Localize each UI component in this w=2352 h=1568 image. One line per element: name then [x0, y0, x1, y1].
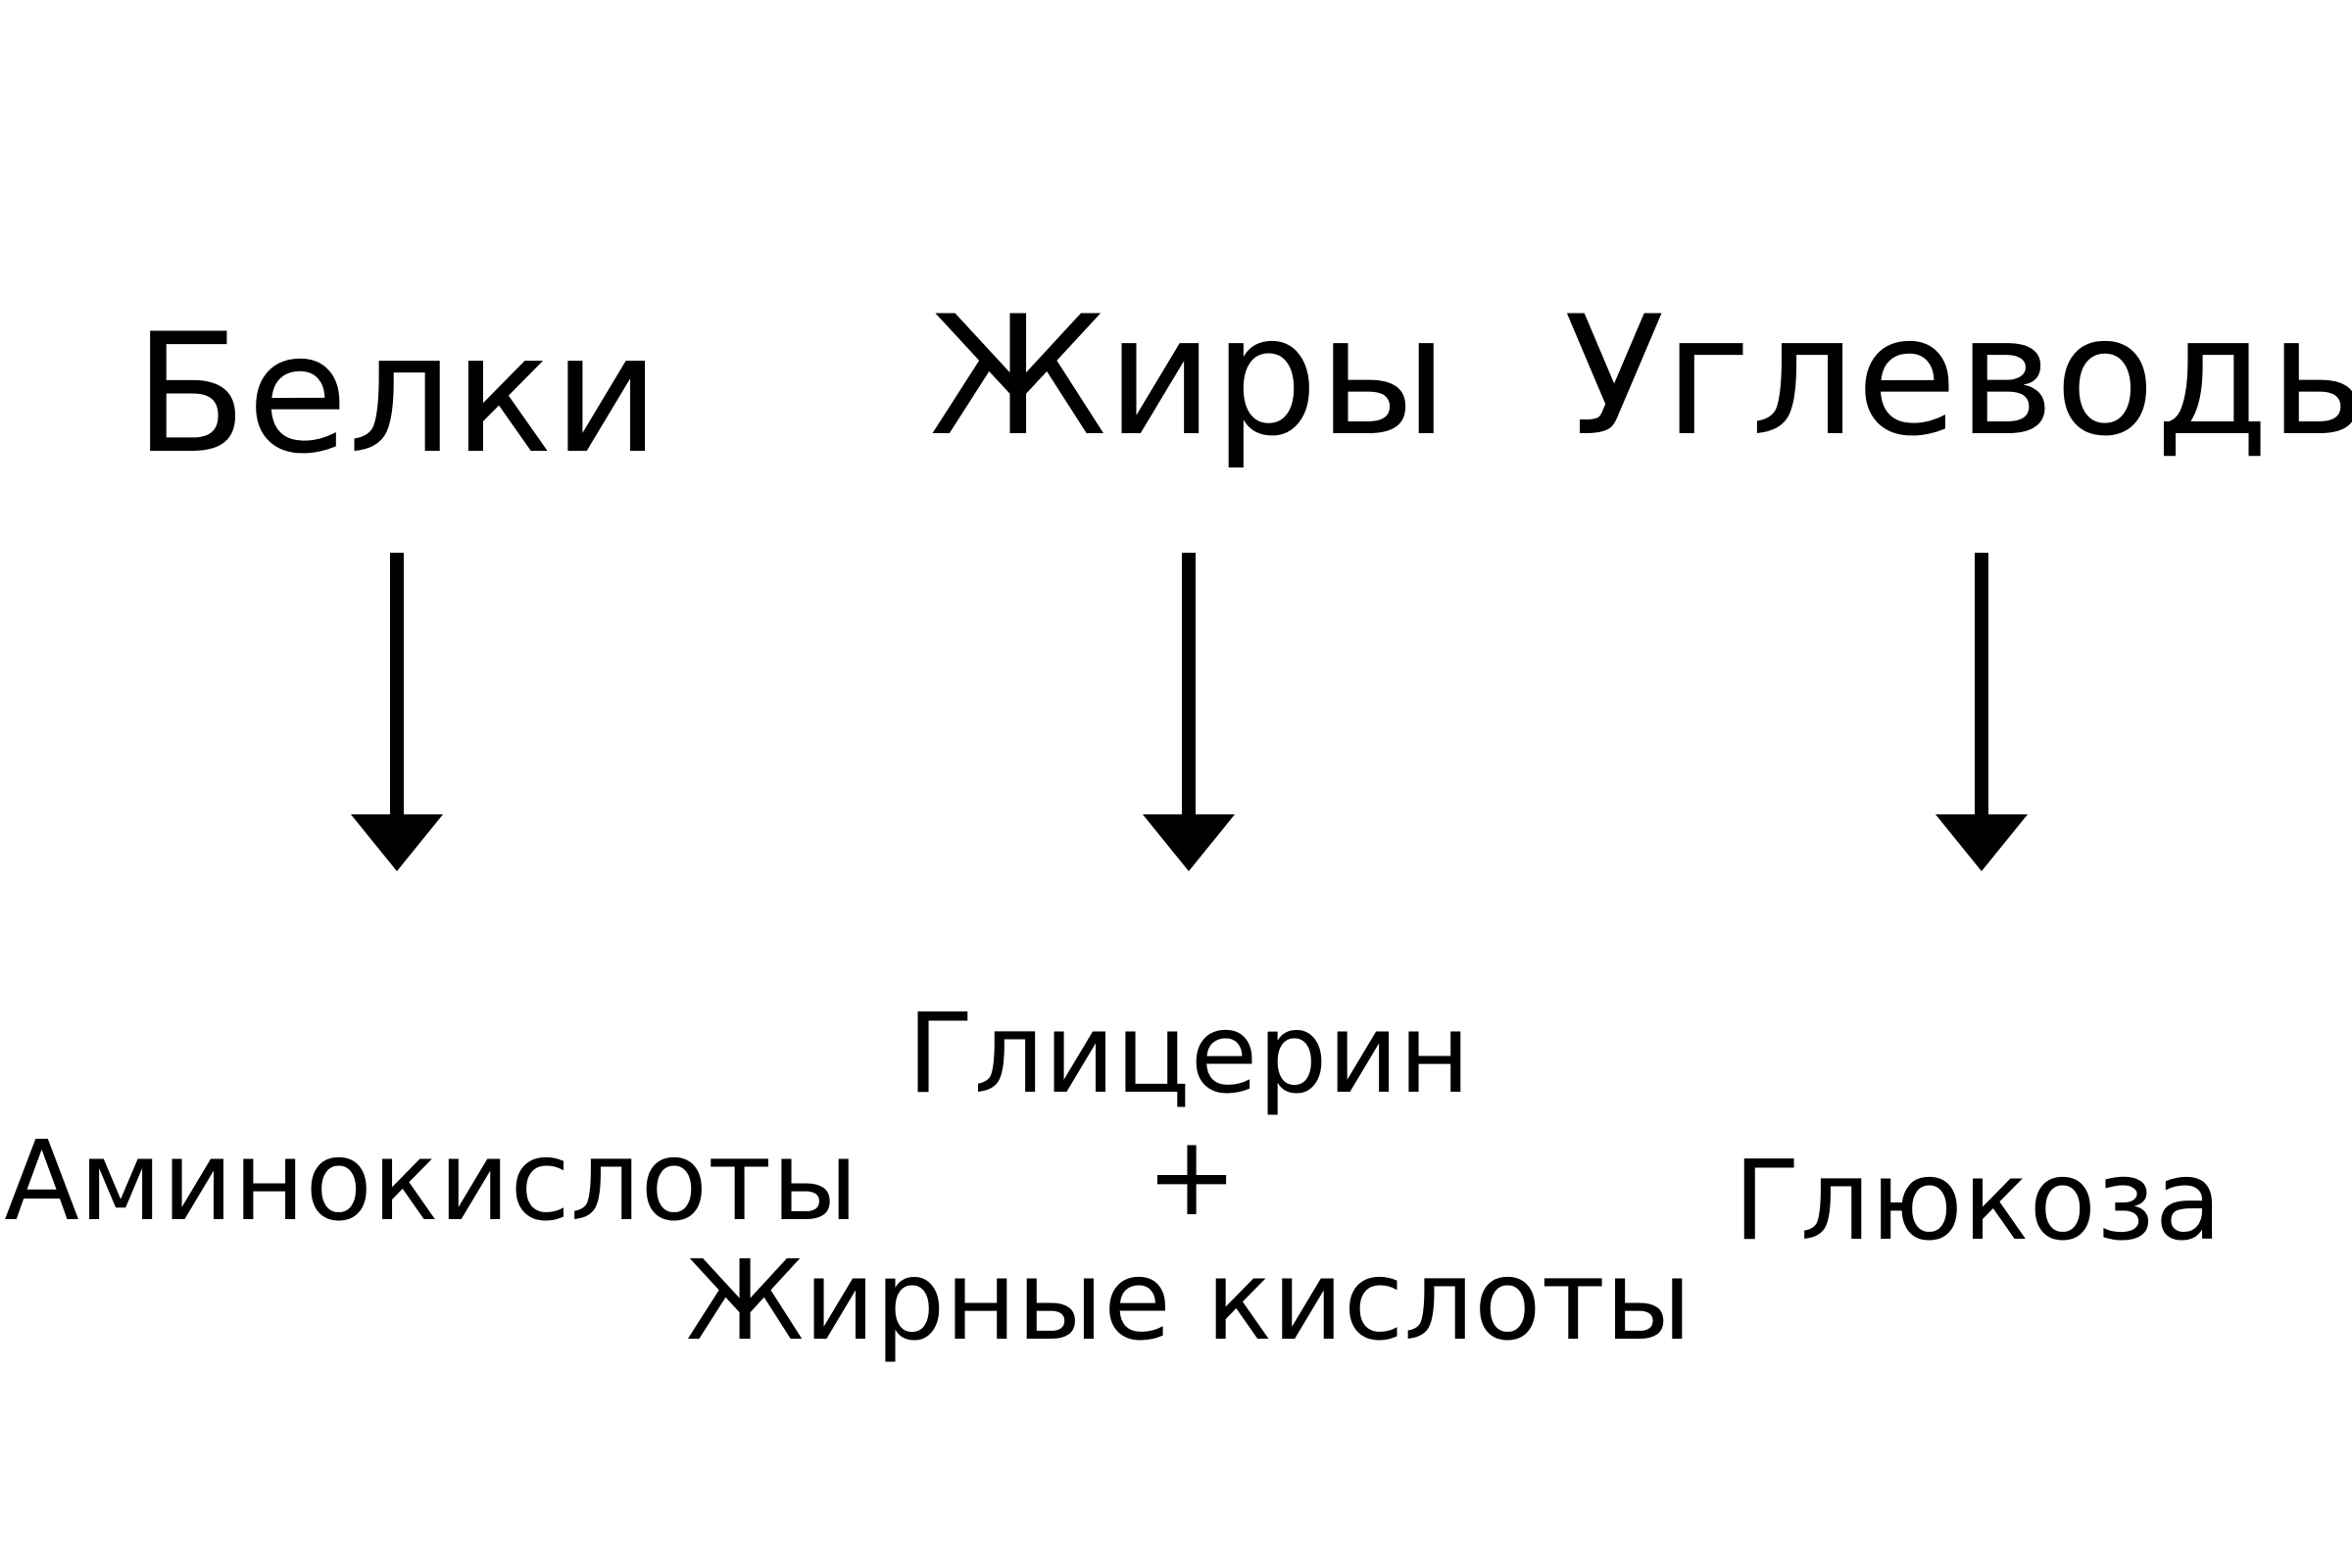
product-glycerol: Глицерин [906, 991, 1471, 1118]
product-fatty-acids: Жирные кислоты [685, 1238, 1692, 1365]
source-proteins: Белки [133, 298, 661, 490]
product-amino-acids: Аминокислоты [4, 1118, 858, 1246]
product-glucose: Глюкоза [1733, 1138, 2223, 1265]
arrow-proteins [351, 553, 443, 871]
source-fats: Жиры [929, 280, 1448, 472]
arrow-carbohydrates [1936, 553, 2028, 871]
plus-sign: + [1146, 1113, 1238, 1241]
source-carbohydrates: Углеводы [1564, 280, 2352, 472]
arrow-fats [1143, 553, 1235, 871]
